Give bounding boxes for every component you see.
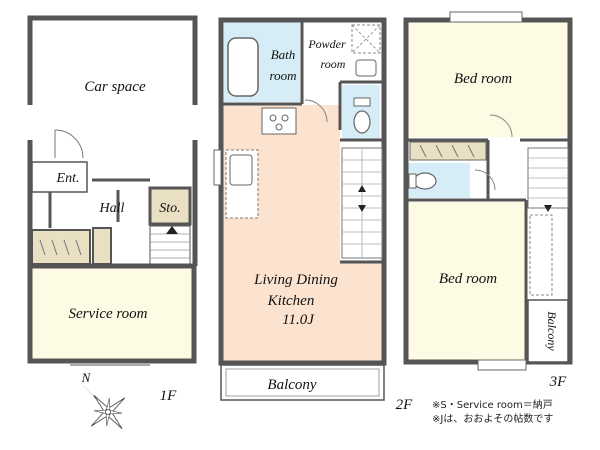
compass: N (80, 370, 126, 430)
entrance-label: Ent. (56, 171, 80, 186)
ldk-label-line2: Kitchen (267, 293, 315, 309)
bathtub (227, 37, 259, 97)
entrance-area (31, 161, 88, 193)
car-space-walls (27, 15, 198, 105)
floor-1f-label: 1F (160, 388, 178, 404)
compass-north-label: N (81, 370, 92, 385)
toilet-2f (353, 110, 371, 134)
ldk-size-label: 11.0J (282, 312, 315, 328)
closet-3f (409, 141, 487, 161)
bedroom-top-floor (408, 22, 568, 137)
hall-label: Hall (99, 201, 125, 216)
car-space-label: Car space (84, 79, 146, 95)
note-jo-unit: ※Jは、おおよその帖数です (432, 412, 553, 425)
bath-label-line1: Bath (271, 47, 296, 62)
ldk-floor (223, 105, 382, 362)
balcony-3f-label: Balcony (545, 311, 559, 351)
closet-1f (31, 229, 91, 265)
floor-3f-label: 3F (549, 374, 568, 390)
floor-2f-label: 2F (396, 397, 414, 413)
balcony-3f (527, 299, 569, 363)
balcony-2f-label: Balcony (267, 377, 316, 393)
storage-label: Sto. (159, 201, 180, 216)
storage-floor (148, 186, 192, 226)
floor-2f: Bath room Powder room Living Dining Kitc… (213, 17, 414, 413)
service-room-label: Service room (69, 306, 148, 322)
balcony-2f (220, 364, 385, 401)
entrance-door-swing (54, 129, 84, 159)
note-service-room: ※S・Service room＝納戸 (432, 398, 553, 411)
powder-label-line1: Powder (307, 37, 346, 51)
bedroom-bottom-floor (408, 202, 526, 360)
toilet-3f (413, 172, 437, 190)
ldk-label-line1: Living Dining (253, 272, 338, 288)
bath-label-line2: room (270, 68, 297, 83)
bedroom-bottom-label: Bed room (439, 271, 497, 287)
floor-3f: Bed room Bed room Balcony 3F (403, 11, 573, 390)
bedroom-top-label: Bed room (454, 71, 512, 87)
powder-label-line2: room (321, 57, 346, 71)
service-room-floor (32, 268, 192, 359)
floor-1f: Car space Ent. Hall Sto. Service room 1F (27, 15, 198, 404)
